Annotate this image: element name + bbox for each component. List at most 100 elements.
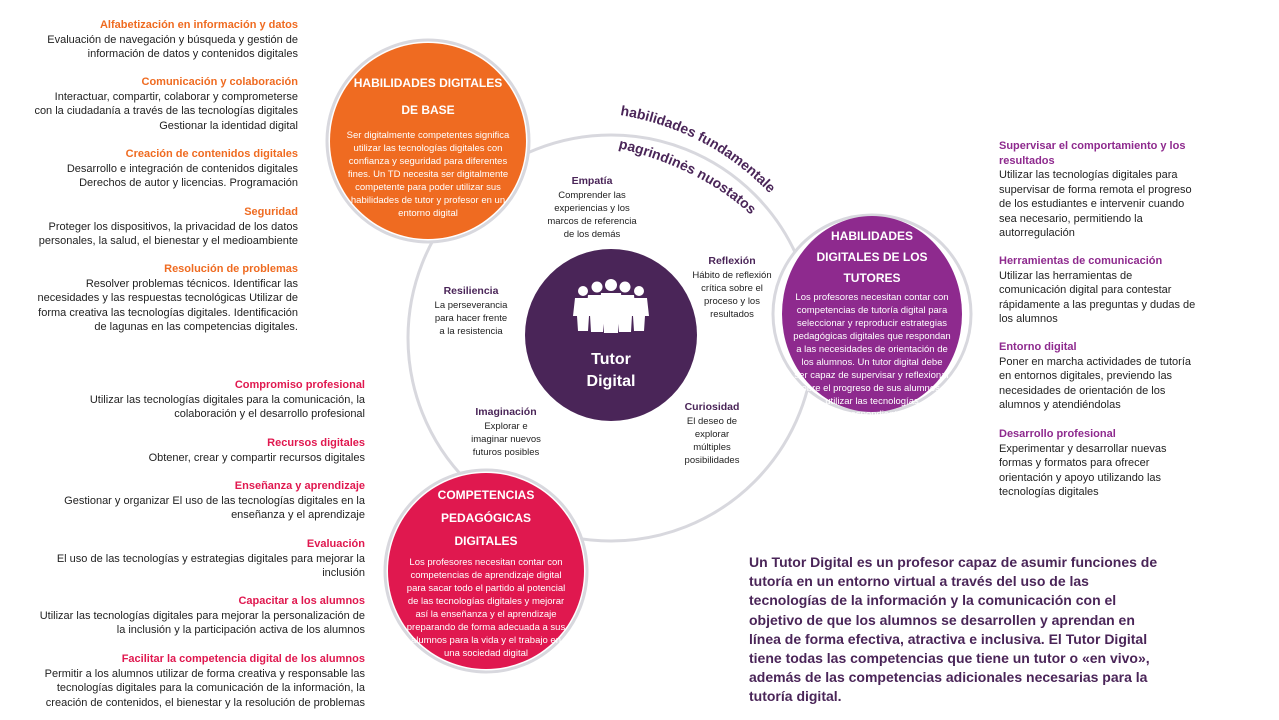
item-line: con la ciudadanía a través de las tecnol…: [34, 105, 298, 117]
item-line: Derechos de autor y licencias. Programac…: [79, 177, 298, 189]
circle-body-line: correspondientes.: [834, 409, 910, 420]
item-line: inclusión: [322, 567, 365, 579]
skill-line: La perseverancia: [434, 300, 508, 311]
item-line: Permitir a los alumnos utilizar de forma…: [44, 667, 365, 680]
skill-line: de los demás: [563, 229, 621, 240]
item-line: tecnologías digitales: [999, 486, 1099, 498]
circle-title: COMPETENCIAS: [437, 488, 535, 502]
item-title: Capacitar a los alumnos: [238, 595, 365, 607]
item-title: Enseñanza y aprendizaje: [234, 480, 365, 492]
circle-body-line: alumnos para la vida y el trabajo en: [411, 635, 561, 646]
right-item-herramientas: Herramientas de comunicación Utilizar la…: [999, 254, 1199, 327]
skill-line: experiencias y los: [554, 203, 630, 214]
center-label-line: Tutor: [591, 351, 631, 368]
item-line: Utilizar las tecnologías digitales para: [999, 169, 1178, 181]
circle-title: PEDAGÓGICAS: [440, 511, 531, 525]
skill-reflexion: Reflexión Hábito de reflexión crítica so…: [677, 254, 787, 321]
skill-line: Explorar e: [484, 421, 528, 432]
item-line: Utilizar las tecnologías digitales para …: [39, 609, 365, 622]
circle-body-line: ser capaz de supervisar y reflexionar: [794, 370, 950, 381]
skill-line: crítica sobre el: [701, 283, 763, 294]
right-item-supervisar: Supervisar el comportamiento y los resul…: [999, 139, 1199, 241]
circle-body-line: competencias de tutoría digital para: [796, 305, 948, 316]
item-line: la inclusión y la participación activa d…: [116, 624, 365, 636]
circle-body-line: seleccionar y reproducir estrategias: [797, 318, 947, 329]
circle-body-line: los alumnos. Un tutor digital debe: [801, 357, 943, 368]
item-line: El uso de las tecnologías y estrategias …: [56, 552, 365, 565]
circle-body-line: competencias de aprendizaje digital: [410, 570, 562, 581]
skill-title: Resiliencia: [443, 285, 499, 297]
item-line: Obtener, crear y compartir recursos digi…: [148, 451, 365, 464]
skill-line: múltiples: [693, 442, 731, 453]
skill-empatia: Empatía Comprender las experiencias y lo…: [537, 174, 647, 241]
left-item-capacitar: Capacitar a los alumnos Utilizar las tec…: [25, 594, 365, 638]
item-title: Comunicación y colaboración: [141, 76, 298, 88]
item-line: información de datos y contenidos digita…: [87, 48, 298, 60]
item-line: necesidades y las respuestas tecnológica…: [37, 292, 298, 304]
item-line: Interactuar, compartir, colaborar y comp…: [54, 90, 298, 103]
circle-body-line: a las necesidades de orientación de: [796, 344, 948, 355]
left-item-seguridad: Seguridad Proteger los dispositivos, la …: [0, 205, 298, 249]
circle-body-line: entorno digital: [398, 208, 458, 219]
circle-title: TUTORES: [843, 271, 901, 285]
item-title: Resolución de problemas: [164, 263, 298, 275]
circle-body-line: pedagógicas digitales que respondan: [793, 331, 951, 342]
right-item-desarrollo: Desarrollo profesional Experimentar y de…: [999, 427, 1199, 500]
item-title: Entorno digital: [999, 341, 1077, 353]
center-label-line: Digital: [586, 373, 636, 390]
circle-habilidades-base: HABILIDADES DIGITALES DE BASE Ser digita…: [330, 43, 526, 239]
item-line: formas y formatos para ofrecer: [999, 457, 1150, 469]
left-item-facilitar: Facilitar la competencia digital de los …: [25, 652, 365, 710]
item-line: en entornos digitales, previendo las: [999, 370, 1173, 382]
circle-competencias-pedagogicas: COMPETENCIAS PEDAGÓGICAS DIGITALES Los p…: [388, 473, 584, 669]
circle-body-line: Ser digitalmente competentes significa: [346, 130, 510, 141]
item-line: Gestionar y organizar El uso de las tecn…: [64, 494, 365, 507]
item-line: sea necesario, permitiendo la: [999, 212, 1143, 225]
center-label: Tutor Digital: [525, 349, 697, 393]
circle-tutor-digital: Tutor Digital: [525, 249, 697, 421]
item-line: rápidamente a las preguntas y dudas de: [999, 298, 1196, 311]
circle-title: DIGITALES: [454, 534, 518, 548]
summary-paragraph: Un Tutor Digital es un profesor capaz de…: [749, 554, 1158, 705]
item-title: Seguridad: [244, 206, 298, 218]
item-title: Facilitar la competencia digital de los …: [121, 653, 365, 665]
circle-body-line: utilizar las tecnologías: [825, 396, 919, 407]
item-line: alumnos y atendiéndolas: [999, 399, 1121, 411]
skill-title: Reflexión: [708, 255, 756, 267]
people-silhouette-icon: [573, 279, 649, 333]
circle-body-line: para sacar todo el partido al potencial: [406, 583, 566, 594]
item-line: personales, la salud, el bienestar y el …: [38, 235, 298, 247]
item-line: orientación y apoyo utilizando las: [999, 471, 1162, 484]
item-line: Evaluación de navegación y búsqueda y ge…: [47, 33, 298, 46]
item-line: Poner en marcha actividades de tutoría: [999, 355, 1192, 368]
skill-imaginacion: Imaginación Explorar e imaginar nuevos f…: [451, 405, 561, 459]
item-title: Alfabetización en información y datos: [99, 19, 298, 31]
item-title: Herramientas de comunicación: [999, 255, 1163, 267]
skill-line: marcos de referencia: [547, 216, 637, 227]
right-item-entorno: Entorno digital Poner en marcha activida…: [999, 340, 1199, 413]
item-line: forma creativa las tecnologías digitales…: [38, 306, 298, 319]
circle-body-line: Los profesores necesitan contar con: [795, 292, 949, 303]
item-line: tecnologías digitales para la comunicaci…: [56, 682, 365, 694]
item-line: creación de contenidos, el bienestar y l…: [45, 696, 365, 709]
skill-line: El deseo de: [686, 416, 738, 427]
circle-title: DE BASE: [401, 103, 455, 117]
item-title: Recursos digitales: [267, 437, 365, 449]
circle-body-line: así la enseñanza y el aprendizaje: [415, 609, 557, 620]
item-line: Utilizar las tecnologías digitales para …: [89, 393, 365, 406]
circle-body-line: habilidades de tutor y profesor en un: [350, 195, 506, 206]
item-line: Resolver problemas técnicos. Identificar…: [85, 277, 298, 290]
skill-line: posibilidades: [684, 455, 740, 466]
skill-curiosidad: Curiosidad El deseo de explorar múltiple…: [657, 400, 767, 467]
skill-resiliencia: Resiliencia La perseverancia para hacer …: [416, 284, 526, 338]
item-line: Utilizar las herramientas de: [999, 269, 1133, 282]
circle-title: HABILIDADES: [830, 229, 913, 243]
left-item-ensenanza: Enseñanza y aprendizaje Gestionar y orga…: [25, 479, 365, 523]
item-line: comunicación digital para contestar: [999, 284, 1172, 296]
item-line: enseñanza y el aprendizaje: [231, 509, 365, 521]
skill-line: imaginar nuevos: [471, 434, 541, 445]
circle-body-line: una sociedad digital: [444, 648, 528, 659]
item-line: Experimentar y desarrollar nuevas: [999, 442, 1167, 455]
circle-body-line: confianza y seguridad para diferentes: [348, 156, 508, 167]
skill-line: a la resistencia: [439, 326, 503, 337]
